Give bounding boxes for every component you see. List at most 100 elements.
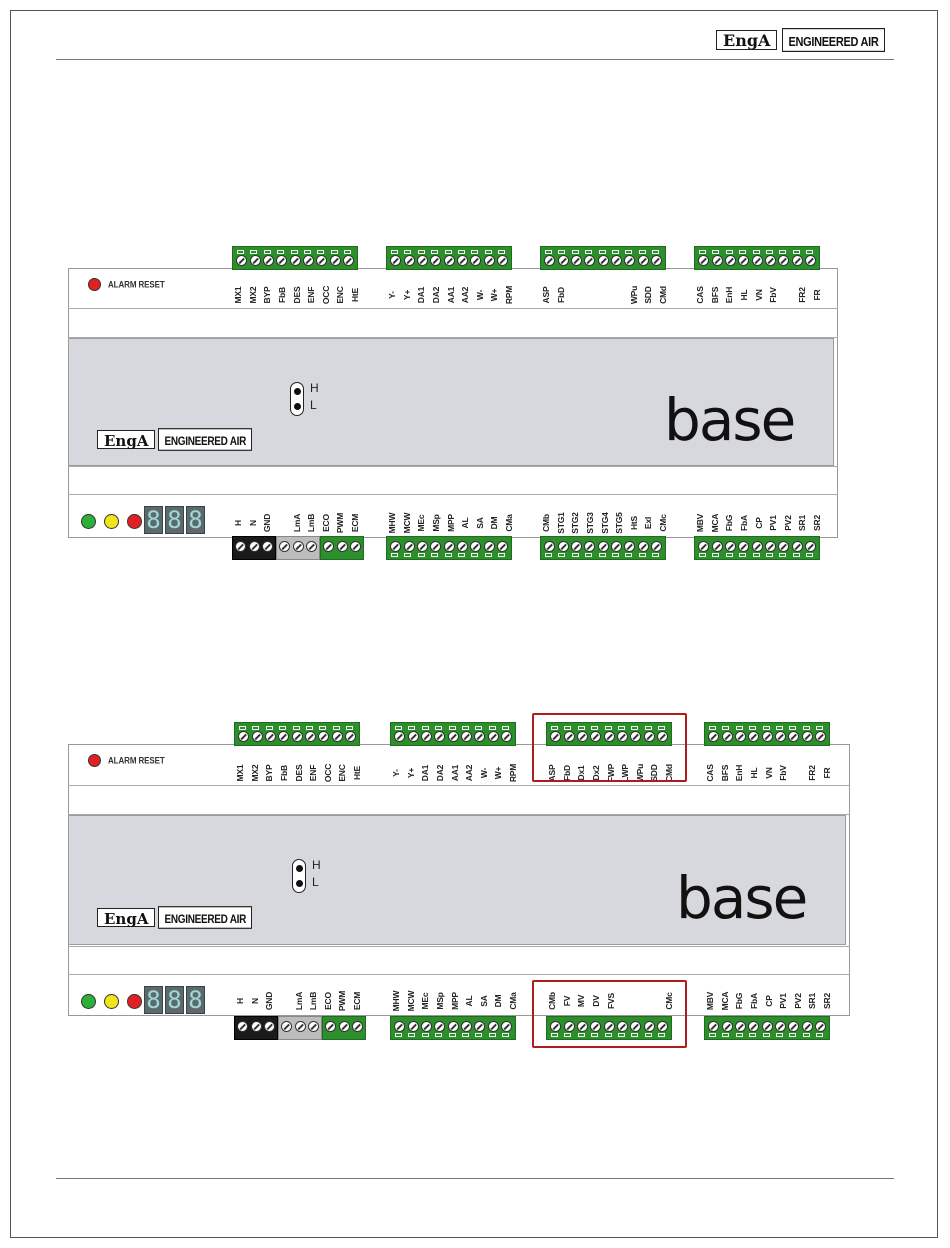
screw-terminal (617, 731, 629, 742)
h-l-jumper-switch[interactable] (292, 859, 306, 893)
screw-terminal (250, 1021, 262, 1032)
screw-terminal (557, 541, 569, 552)
terminal-label: EnH (734, 764, 745, 782)
screw-terminal (751, 541, 763, 552)
screw-terminal (394, 731, 406, 742)
screw-terminal (329, 255, 341, 266)
screw-terminal (748, 1021, 760, 1032)
switch-pin (293, 388, 301, 395)
screw-terminal (751, 255, 763, 266)
screw-terminal (474, 731, 486, 742)
terminal-label: FbG (724, 514, 735, 532)
display-digit: 8 (144, 986, 163, 1014)
highlight-box (532, 980, 687, 1048)
terminal-label: BFS (719, 764, 730, 782)
terminal-label: W- (478, 767, 489, 779)
terminal-label: ENF (306, 286, 317, 304)
terminal-label: ExI (643, 516, 654, 530)
terminal-label: CMc (658, 514, 669, 532)
switch-l-label: L (310, 398, 317, 412)
screw-terminal (738, 255, 750, 266)
display-digit: 8 (165, 986, 184, 1014)
terminal-label: ECM (350, 513, 361, 533)
terminal-label: GND (262, 513, 273, 533)
terminal-label: VN (753, 289, 764, 301)
screw-terminal (590, 1021, 602, 1032)
terminal-label: PV2 (792, 993, 803, 1009)
screw-terminal (805, 541, 817, 552)
bottom-terminal-strip (694, 536, 821, 560)
screw-terminal (711, 255, 723, 266)
page-frame (10, 10, 938, 1238)
screw-terminal (262, 255, 274, 266)
screw-terminal (624, 541, 636, 552)
top-terminal-strip (540, 246, 667, 270)
terminal-label: HtE (350, 287, 361, 303)
screw-terminal (343, 255, 355, 266)
display-digit: 8 (144, 506, 163, 534)
housing-divider (68, 814, 850, 815)
screw-terminal (352, 1021, 364, 1032)
terminal-label: FbA (739, 515, 750, 531)
engineered-air-logo: ENGINEERED AIR (782, 28, 885, 52)
display-digit: 8 (186, 506, 205, 534)
terminal-label: VN (763, 767, 774, 779)
screw-terminal (738, 541, 750, 552)
screw-terminal (708, 731, 720, 742)
terminal-label: SR2 (822, 993, 833, 1009)
terminal-label: FR (822, 767, 833, 779)
screw-terminal (557, 255, 569, 266)
terminal-label: HtE (352, 765, 363, 781)
bottom-terminal-strip (390, 1016, 517, 1040)
red-status-led (127, 994, 142, 1009)
switch-h-label: H (310, 381, 319, 395)
terminal-label: SR1 (797, 515, 808, 531)
header-logo: EngA ENGINEERED AIR (716, 28, 885, 52)
terminal-label: BFS (709, 286, 720, 304)
screw-terminal (617, 1021, 629, 1032)
highlight-box (532, 713, 687, 782)
housing-divider (68, 308, 838, 309)
bottom-terminal-strip (234, 1016, 367, 1040)
display-digit: 8 (165, 506, 184, 534)
terminal-label: DES (293, 764, 304, 782)
h-l-jumper-switch[interactable] (290, 382, 304, 416)
screw-terminal (251, 731, 263, 742)
screw-terminal (637, 541, 649, 552)
screw-terminal (235, 541, 247, 552)
terminal-label: CP (753, 517, 764, 529)
terminal-label: MHW (391, 990, 402, 1012)
terminal-label: MPP (445, 514, 456, 532)
screw-terminal (248, 541, 260, 552)
terminal-label: MCA (719, 991, 730, 1011)
screw-terminal (407, 1021, 419, 1032)
terminal-label: SA (478, 995, 489, 1007)
screw-terminal (570, 541, 582, 552)
terminal-label: FR2 (807, 765, 818, 781)
terminal-label: STG1 (555, 512, 566, 534)
screw-terminal (630, 731, 642, 742)
screw-terminal (338, 1021, 350, 1032)
terminal-label: HL (739, 289, 750, 301)
screw-terminal (597, 255, 609, 266)
screw-terminal (657, 731, 669, 742)
terminal-label: MSp (431, 514, 442, 532)
screw-terminal (403, 255, 415, 266)
screw-terminal (306, 541, 318, 552)
terminal-label: MHW (387, 512, 398, 534)
screw-terminal (815, 1021, 827, 1032)
screw-terminal (550, 731, 562, 742)
screw-terminal (237, 1021, 249, 1032)
screw-terminal (651, 541, 663, 552)
screw-terminal (420, 1021, 432, 1032)
screw-terminal (318, 731, 330, 742)
terminal-label: DA1 (416, 286, 427, 304)
top-terminal-strip (546, 722, 673, 746)
screw-terminal (765, 541, 777, 552)
screw-terminal (501, 731, 513, 742)
screw-terminal (603, 731, 615, 742)
